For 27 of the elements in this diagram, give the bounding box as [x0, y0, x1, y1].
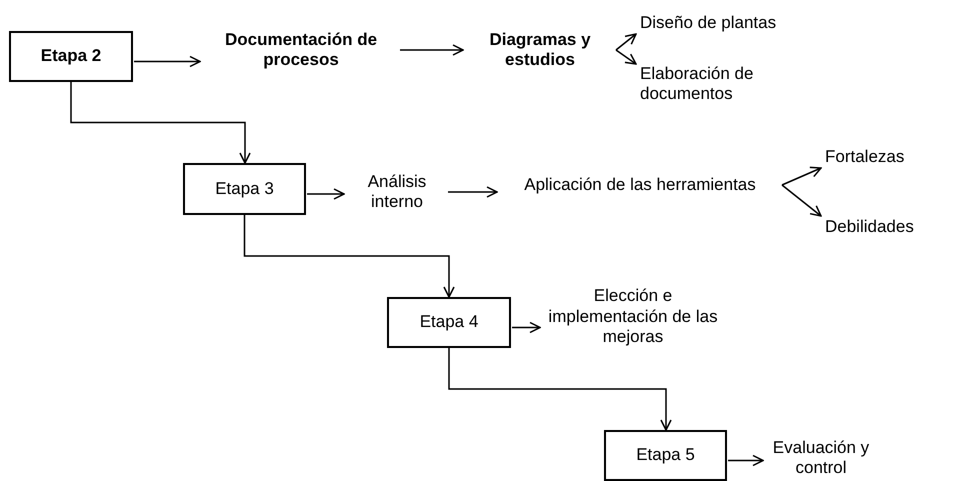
- stage-box: Etapa 3: [183, 163, 306, 215]
- step-text: Elaboración de documentos: [640, 62, 785, 106]
- arrow: [616, 33, 637, 51]
- step-text: Evaluación y control: [766, 436, 876, 480]
- arrow: [134, 56, 201, 68]
- step-text: Fortalezas: [825, 144, 920, 170]
- step-text: Diseño de plantas: [640, 10, 785, 36]
- stage-box: Etapa 5: [604, 430, 727, 481]
- arrow: [448, 186, 498, 198]
- arrow: [782, 184, 822, 217]
- step-text: Documentación de procesos: [203, 28, 399, 72]
- arrow: [616, 49, 637, 65]
- step-text: Elección e implementación de las mejoras: [543, 284, 723, 350]
- arrow: [448, 348, 672, 431]
- arrow: [782, 166, 822, 186]
- step-text: Aplicación de las herramientas: [500, 172, 780, 198]
- arrow: [244, 215, 455, 298]
- arrow: [400, 44, 464, 56]
- arrow: [70, 82, 251, 164]
- arrow: [512, 322, 541, 334]
- step-text: Debilidades: [825, 214, 945, 240]
- arrow: [728, 454, 764, 466]
- step-text: Diagramas y estudios: [466, 28, 614, 72]
- step-text: Análisis interno: [347, 170, 447, 214]
- stage-box: Etapa 2: [9, 31, 133, 82]
- stage-box: Etapa 4: [387, 297, 511, 348]
- arrow: [307, 188, 345, 200]
